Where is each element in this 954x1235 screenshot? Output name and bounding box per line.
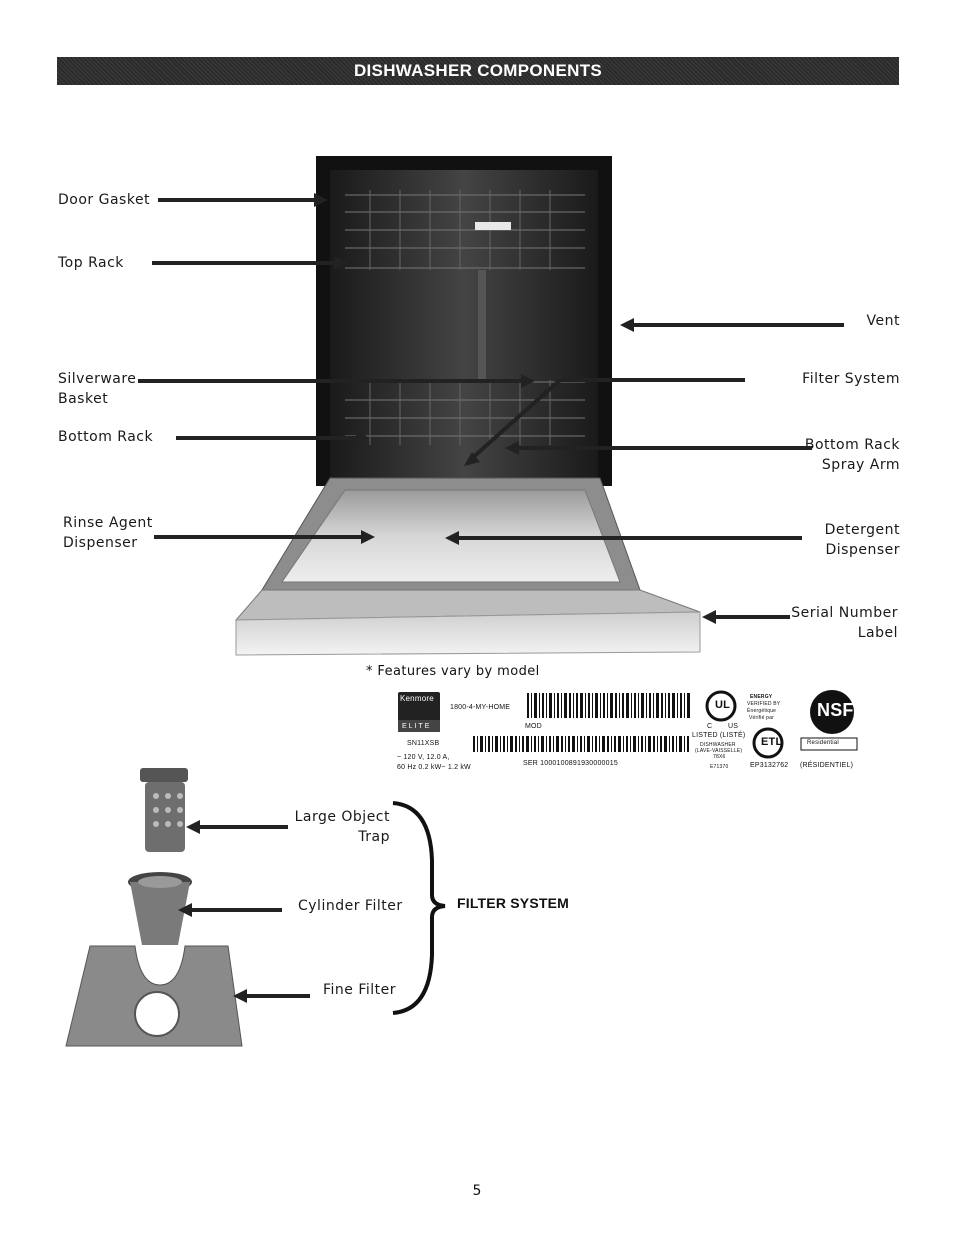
label-line: Basket (58, 391, 109, 407)
label-line: Dispenser (63, 535, 138, 551)
features-note: * Features vary by model (366, 664, 540, 679)
section-header: DISHWASHER COMPONENTS (57, 57, 899, 85)
arrow-filter-system-diag (468, 378, 562, 462)
section-title: DISHWASHER COMPONENTS (353, 61, 603, 80)
label-filter-system: Filter System (802, 371, 900, 387)
label-line: Rinse Agent (63, 515, 153, 531)
label-door-gasket: Door Gasket (58, 192, 151, 208)
serial-number: SER 1000100891930000015 (523, 760, 618, 767)
serial-label-sample: Kenmore ELITE 1800-4-MY-HOME MOD SN11XSB… (395, 690, 865, 775)
energy-line-3: Énergétique (747, 708, 777, 714)
phone-number: 1800-4-MY-HOME (450, 704, 511, 711)
label-line: Bottom Rack (804, 437, 900, 453)
energy-line-4: Vérifié par (749, 715, 774, 721)
label-large-object-trap: Large Object Trap (250, 807, 390, 847)
dishwasher-type: DISHWASHER (700, 742, 736, 748)
residential-badge: Residential (807, 740, 839, 746)
label-top-rack: Top Rack (58, 255, 124, 271)
label-bottom-rack: Bottom Rack (58, 429, 154, 445)
model-code: SN11XSB (407, 740, 440, 747)
page-number: 5 (472, 1183, 482, 1199)
label-fine-filter: Fine Filter (323, 982, 397, 998)
dishwasher-type-fr: (LAVE-VAISSELLE) (695, 748, 743, 754)
label-bottom-rack-spray-arm: Bottom Rack Spray Arm (780, 435, 900, 475)
filter-system-title: FILTER SYSTEM (457, 895, 570, 911)
label-line: Large Object (294, 809, 390, 825)
label-rinse-agent-dispenser: Rinse Agent Dispenser (63, 513, 153, 553)
ul-listed: LISTED (LISTÉ) (692, 732, 746, 739)
label-detergent-dispenser: Detergent Dispenser (780, 520, 900, 560)
nsf-mark: NSF (817, 700, 854, 720)
label-line: Detergent (824, 522, 900, 538)
ul-us: US (728, 723, 739, 730)
residentiel-text: (RÉSIDENTIEL) (800, 762, 854, 769)
energy-line-2: VERIFIED BY (747, 701, 781, 707)
brand-line: ELITE (402, 723, 432, 730)
serial-label-graphics (398, 690, 858, 759)
etl-mark: ETL (761, 736, 783, 748)
code-78x6: 78X6 (713, 754, 726, 760)
label-line: Silverware (58, 371, 137, 387)
energy-line-1: ENERGY (750, 694, 773, 700)
ep-code: EP3132762 (750, 762, 789, 769)
label-cylinder-filter: Cylinder Filter (298, 898, 403, 914)
model-prefix: MOD (525, 723, 542, 730)
ul-mark: UL (715, 699, 731, 711)
label-line: Spray Arm (821, 457, 900, 473)
label-silverware-basket: Silverware Basket (58, 369, 136, 409)
e-code: E71370 (710, 764, 729, 770)
label-line: Dispenser (825, 542, 900, 558)
label-line: Serial Number (791, 605, 898, 621)
power-rating: 60 Hz 0.2 kW~ 1.2 kW (397, 764, 471, 771)
label-line: Label (857, 625, 898, 641)
label-serial-number: Serial Number Label (760, 603, 898, 643)
voltage-rating: ~ 120 V, 12.0 A, (397, 754, 450, 761)
ul-c: C (707, 723, 713, 730)
label-vent: Vent (866, 313, 900, 329)
brand-logo: Kenmore (400, 694, 434, 703)
label-line: Trap (358, 829, 390, 845)
